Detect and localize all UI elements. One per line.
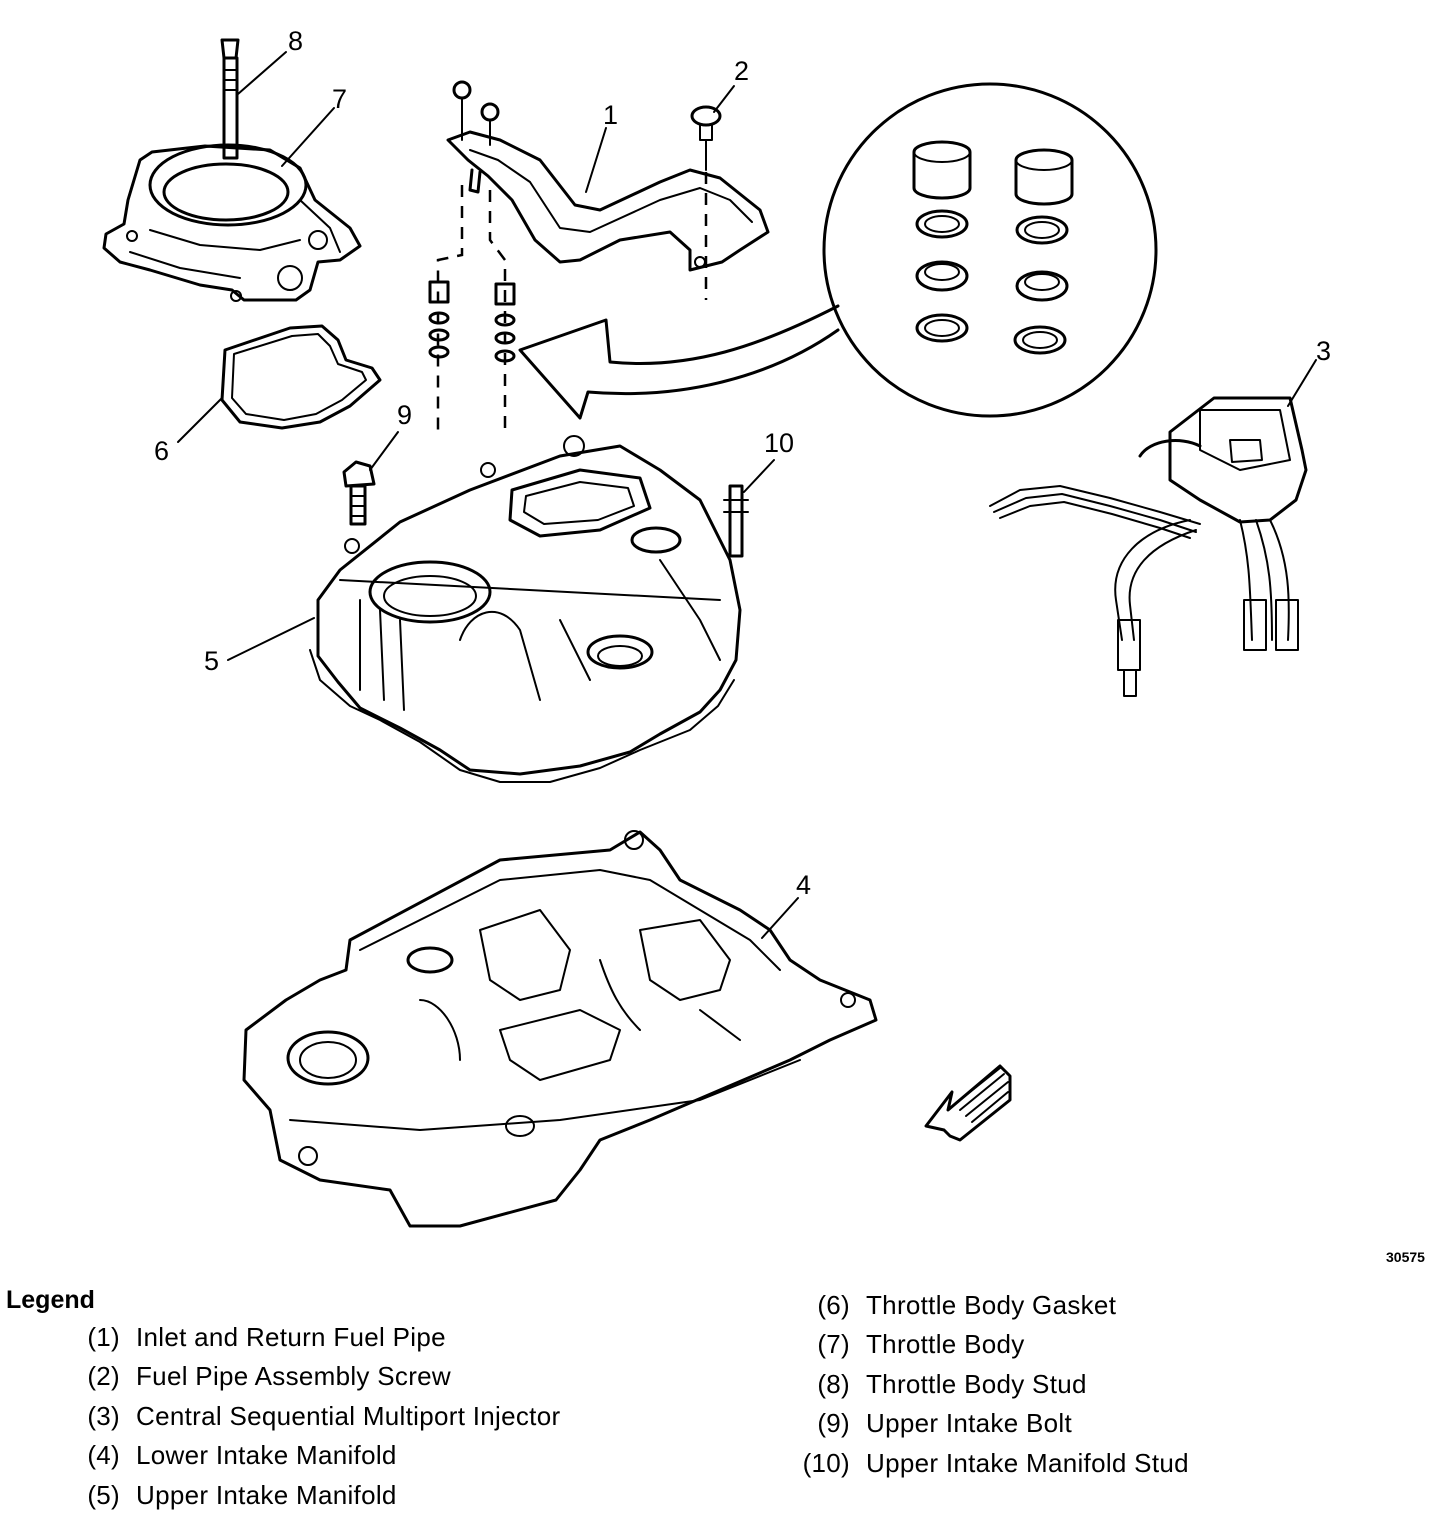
legend-item-number: (1): [87, 1322, 120, 1352]
callout-7: 7: [332, 84, 347, 114]
callout-6: 6: [154, 436, 169, 466]
leader-lines: [177, 51, 1317, 939]
legend-item: (3) Central Sequential Multiport Injector: [70, 1401, 560, 1440]
callout-9: 9: [397, 400, 412, 430]
legend-item: (7) Throttle Body: [800, 1329, 1189, 1368]
callout-labels: 1 2 3 4 5 6 7 8 9 10: [154, 26, 1331, 900]
legend-item-number: (7): [817, 1329, 850, 1360]
legend-item-text: Upper Intake Bolt: [866, 1408, 1072, 1439]
legend-item-number: (3): [87, 1400, 120, 1431]
legend-item-number: (9): [817, 1408, 850, 1439]
callout-10: 10: [764, 428, 794, 458]
figure-id: 30575: [1386, 1249, 1425, 1265]
throttle-body-gasket: [220, 324, 382, 430]
legend-item-number: (5): [87, 1479, 120, 1510]
legend-item-text: Upper Intake Manifold: [136, 1479, 397, 1510]
legend-item-number: (10): [802, 1447, 850, 1478]
legend-item-text: Inlet and Return Fuel Pipe: [136, 1322, 446, 1352]
central-sequential-multiport-injector: [989, 396, 1308, 697]
legend-item-text: Throttle Body: [866, 1329, 1025, 1360]
upper-intake-manifold-stud: [723, 484, 749, 558]
callout-5: 5: [204, 646, 219, 676]
exploded-view-diagram: 1 2 3 4 5 6 7 8 9 10 30575: [102, 26, 1425, 1265]
legend-item-number: (2): [87, 1361, 120, 1392]
throttle-body: [102, 143, 362, 302]
legend-item-number: (4): [87, 1440, 120, 1471]
fuel-pipe-assembly-screw: [690, 105, 722, 300]
legend-title: Legend: [6, 1286, 95, 1314]
callout-3: 3: [1316, 336, 1331, 366]
legend-item: (1) Inlet and Return Fuel Pipe: [70, 1322, 560, 1361]
lower-intake-manifold: [242, 830, 878, 1228]
legend-item: (2) Fuel Pipe Assembly Screw: [70, 1361, 560, 1400]
detail-pointer-arrow: [518, 304, 840, 420]
legend-item-number: (6): [817, 1290, 850, 1320]
detail-view-circle: [822, 82, 1158, 418]
legend-item-text: Fuel Pipe Assembly Screw: [136, 1361, 451, 1392]
upper-intake-manifold: [309, 435, 742, 783]
legend-list-left: (1) Inlet and Return Fuel Pipe (2) Fuel Pi…: [70, 1322, 560, 1519]
legend-list-right: (6) Throttle Body Gasket (7) Throttle Body…: [800, 1290, 1189, 1487]
callout-1: 1: [603, 100, 618, 130]
legend-item-text: Upper Intake Manifold Stud: [866, 1447, 1189, 1478]
legend-item-text: Central Sequential Multiport Injector: [136, 1400, 561, 1431]
legend-item: (4) Lower Intake Manifold: [70, 1440, 560, 1479]
front-direction-arrow: [924, 1064, 1012, 1142]
legend-item-text: Throttle Body Stud: [866, 1368, 1087, 1399]
callout-4: 4: [796, 870, 811, 900]
callout-8: 8: [288, 26, 303, 56]
legend-item-text: Lower Intake Manifold: [136, 1440, 397, 1471]
legend-item: (9) Upper Intake Bolt: [800, 1408, 1189, 1447]
upper-intake-bolt: [342, 460, 376, 526]
legend-item: (5) Upper Intake Manifold: [70, 1480, 560, 1519]
callout-2: 2: [734, 56, 749, 86]
injector-seal-stacks: [428, 185, 516, 430]
legend-item: (10) Upper Intake Manifold Stud: [800, 1448, 1189, 1487]
throttle-body-stud: [220, 38, 240, 160]
legend-item-text: Throttle Body Gasket: [866, 1290, 1117, 1320]
legend-item-number: (8): [817, 1368, 850, 1399]
legend-item: (6) Throttle Body Gasket: [800, 1290, 1189, 1329]
legend-item: (8) Throttle Body Stud: [800, 1369, 1189, 1408]
